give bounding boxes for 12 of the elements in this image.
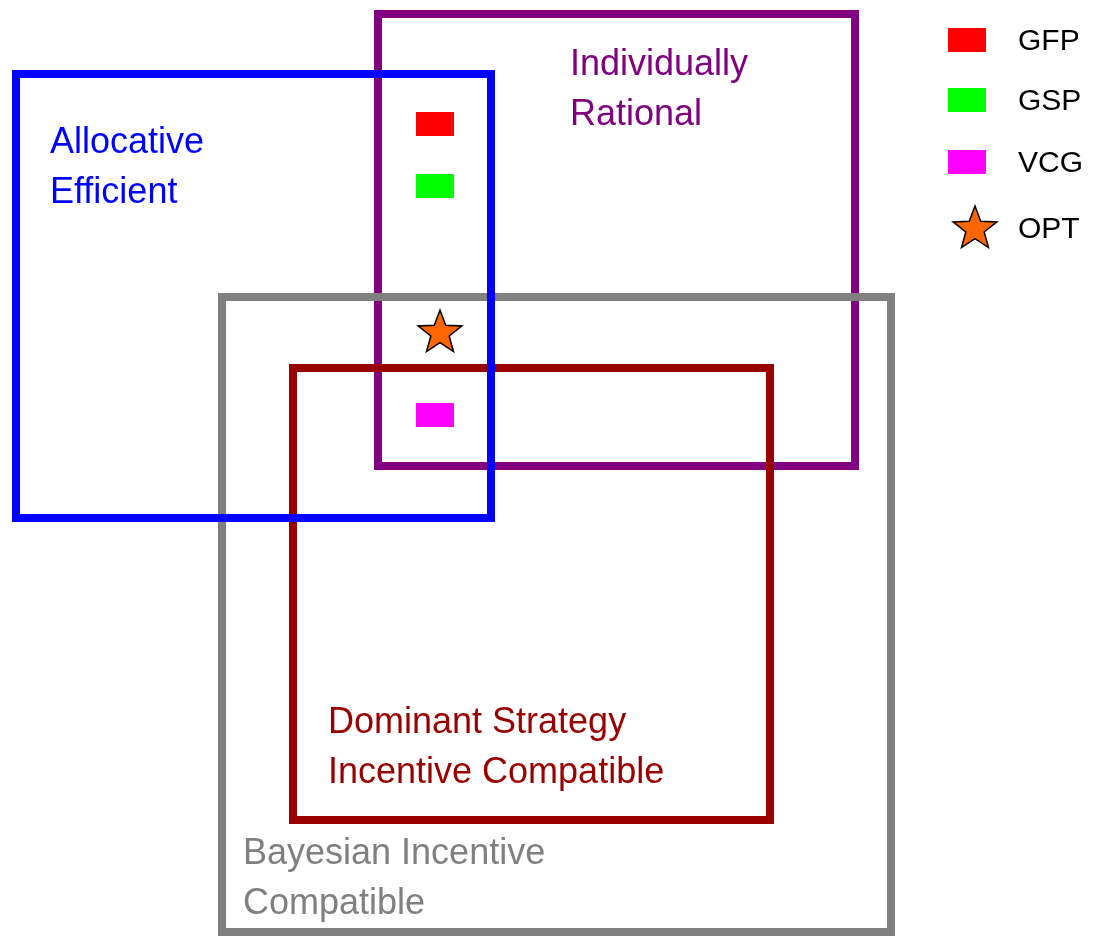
set-label: Bayesian Incentive Compatible <box>243 830 547 924</box>
set-label: Individually Rational <box>570 41 750 135</box>
set-label: Dominant Strategy Incentive Compatible <box>328 699 666 793</box>
legend-label: OPT <box>1018 210 1080 246</box>
legend-label: GSP <box>1018 82 1082 118</box>
set-region-box <box>374 10 859 470</box>
set-region-box <box>218 293 895 936</box>
legend-label: GFP <box>1018 22 1080 58</box>
set-label: Allocative Efficient <box>50 119 206 213</box>
legend-label: VCG <box>1018 144 1083 180</box>
set-region-box <box>289 364 774 824</box>
set-region-box <box>12 70 495 522</box>
